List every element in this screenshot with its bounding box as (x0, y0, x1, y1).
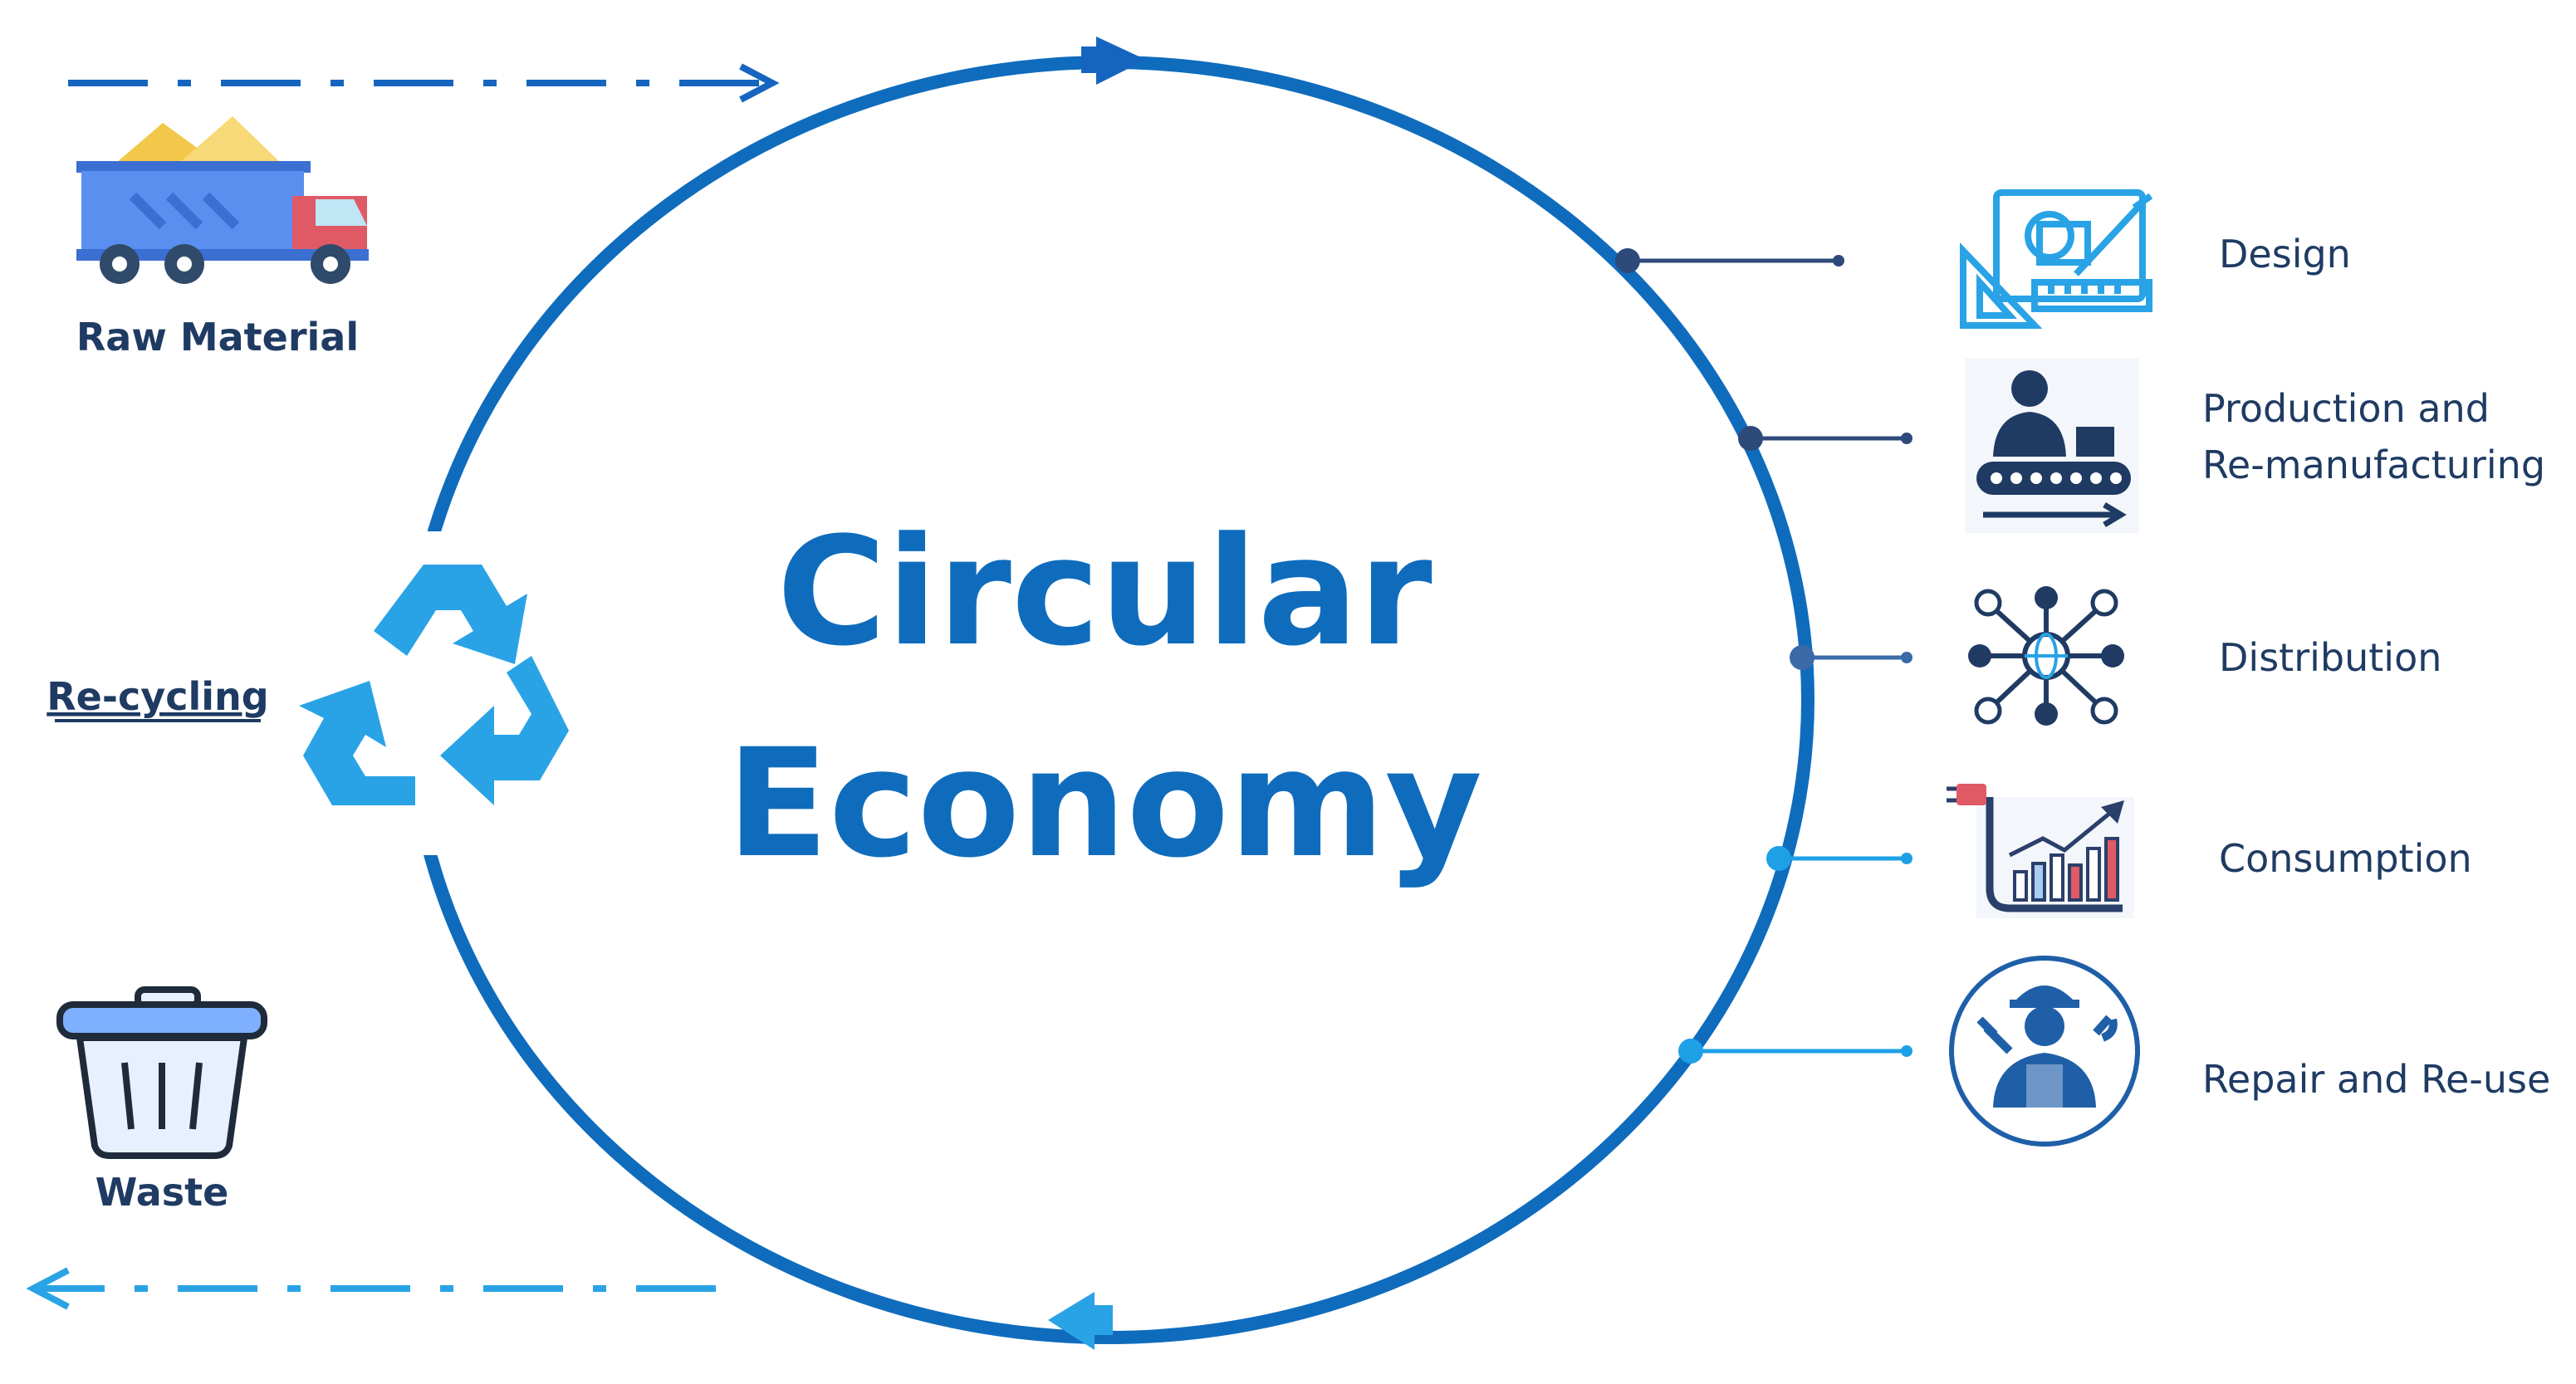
conveyor-worker-icon (1965, 359, 2139, 533)
waste-outflow-arrow (26, 1267, 716, 1310)
design-tools-icon (1960, 189, 2153, 329)
raw-material-label: Raw Material (76, 315, 359, 359)
stage-design-label: Design (2219, 232, 2351, 276)
title-line-1: Circular (776, 506, 1432, 679)
bottom-cycle-arrow (1048, 1292, 1113, 1350)
connector-distribution (1790, 645, 1912, 670)
waste-label: Waste (95, 1170, 229, 1215)
trash-bin-icon (56, 986, 267, 1159)
connector-repair (1678, 1039, 1912, 1064)
recycling-label[interactable]: Re-cycling (47, 674, 268, 719)
repair-worker-icon (1949, 956, 2140, 1147)
connector-consumption (1766, 846, 1912, 871)
dump-truck-icon (76, 116, 369, 284)
stage-repair-label: Repair and Re-use (2202, 1057, 2550, 1102)
network-globe-icon (1968, 586, 2124, 726)
economy-cycle-ring (403, 56, 1814, 1344)
stage-distribution-label: Distribution (2219, 635, 2441, 680)
connector-production (1738, 426, 1912, 451)
stage-production-label-line1: Production and (2202, 386, 2490, 431)
title-line-2: Economy (727, 717, 1482, 891)
connector-design (1615, 248, 1844, 273)
raw-material-inflow-arrow (68, 63, 780, 103)
stage-consumption-label: Consumption (2219, 836, 2472, 881)
stage-production-label-line2: Re-manufacturing (2202, 443, 2545, 487)
growth-chart-plug-icon (1947, 784, 2134, 918)
top-cycle-arrow (1081, 37, 1146, 85)
recycle-icon (299, 565, 569, 805)
